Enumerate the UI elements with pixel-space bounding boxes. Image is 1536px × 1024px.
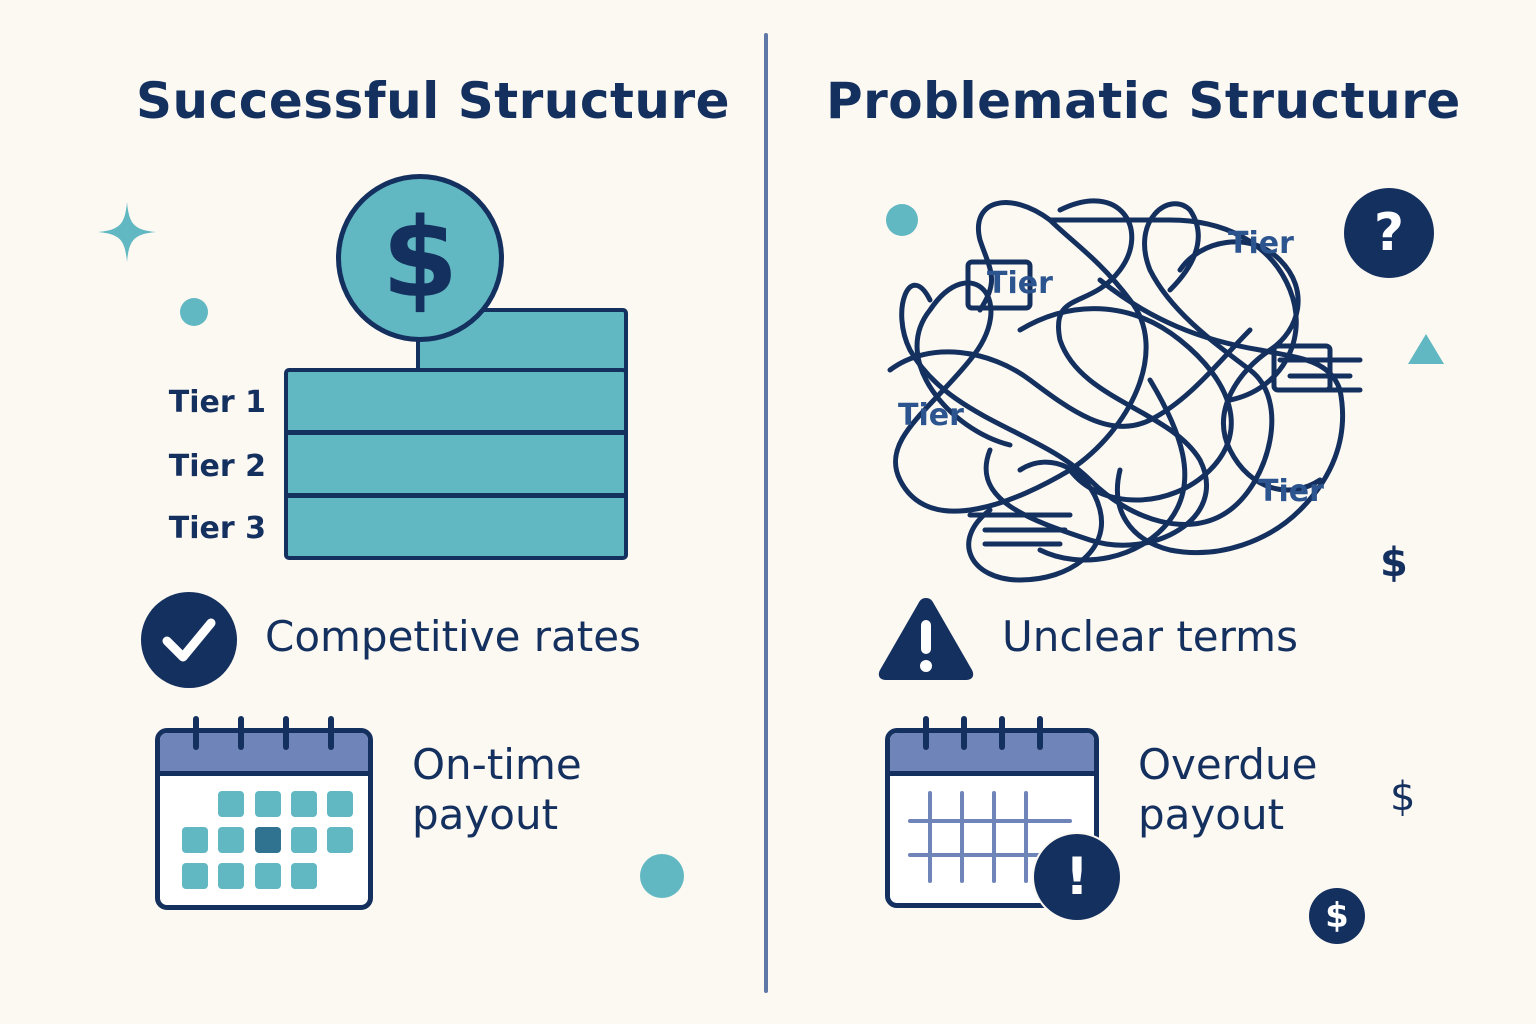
tangled-tier-label-3: Tier <box>898 398 964 433</box>
question-symbol: ? <box>1373 203 1405 263</box>
decorative-dot <box>180 298 208 326</box>
decorative-dot <box>886 204 918 236</box>
dollar-symbol: $ <box>1380 540 1408 586</box>
dollar-coin-icon: $ <box>336 174 504 342</box>
calendar-ring <box>923 716 929 750</box>
tier-label-2: Tier 2 <box>168 449 266 484</box>
overdue-payout-label: Overdue payout <box>1138 740 1317 841</box>
tier-bar-2 <box>288 435 624 498</box>
tangled-lines-illustration <box>887 198 1363 583</box>
payout-line: payout <box>1138 790 1285 840</box>
calendar-ring <box>961 716 967 750</box>
coin-dollar-symbol: $ <box>381 194 459 322</box>
decorative-dot <box>640 854 684 898</box>
tangled-tier-label-2: Tier <box>1228 226 1294 261</box>
calendar-ring <box>238 716 244 750</box>
warning-triangle-icon <box>878 598 974 680</box>
alert-exclamation-icon: ! <box>1032 832 1122 922</box>
triangle-decoration-icon <box>1408 334 1444 364</box>
coin-dollar-symbol: $ <box>1325 896 1349 936</box>
on-time-line: On-time <box>412 740 582 789</box>
dollar-coin-small-icon: $ <box>1309 888 1365 944</box>
question-mark-icon: ? <box>1344 188 1434 278</box>
dollar-symbol: $ <box>1390 774 1416 820</box>
calendar-ring <box>328 716 334 750</box>
tier-bar-3 <box>288 498 624 556</box>
calendar-on-time-icon <box>155 728 373 910</box>
tangled-tier-label-1: Tier <box>987 266 1053 301</box>
tangled-tier-label-4: Tier <box>1258 474 1324 509</box>
overdue-line: Overdue <box>1138 740 1318 789</box>
calendar-ring <box>193 716 199 750</box>
on-time-payout-label: On-time payout <box>412 740 582 841</box>
calendar-ring <box>1037 716 1043 750</box>
competitive-rates-label: Competitive rates <box>265 612 641 661</box>
tier-bar-1 <box>288 372 624 435</box>
successful-structure-title: Successful Structure <box>136 72 731 130</box>
exclamation-symbol: ! <box>1065 847 1089 907</box>
problematic-structure-title: Problematic Structure <box>826 72 1461 130</box>
sparkle-icon <box>98 202 156 262</box>
payout-line: payout <box>412 790 559 840</box>
tier-stack <box>284 368 628 560</box>
tier-label-1: Tier 1 <box>168 385 266 420</box>
checkmark-circle-icon <box>141 592 237 688</box>
calendar-ring <box>283 716 289 750</box>
panel-divider <box>764 33 768 993</box>
calendar-ring <box>999 716 1005 750</box>
unclear-terms-label: Unclear terms <box>1002 612 1298 661</box>
tier-label-3: Tier 3 <box>168 511 266 546</box>
